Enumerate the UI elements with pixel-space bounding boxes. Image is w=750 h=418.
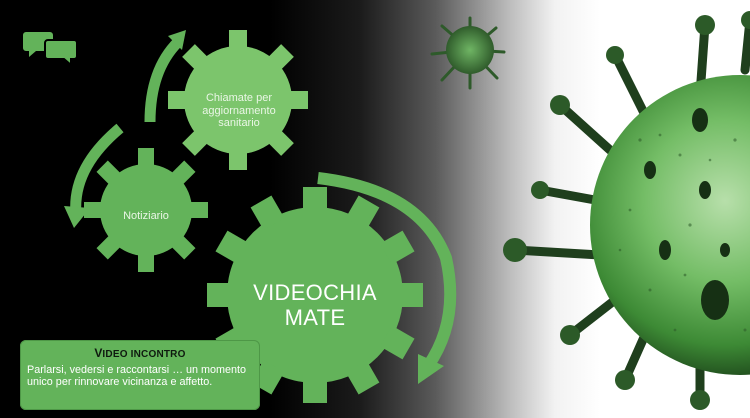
virus-small-image [430,16,506,90]
gear-sanitario [168,30,308,170]
info-box-title: VIDEO INCONTRO [20,346,260,360]
gear-label-sanitario: Chiamate per aggiornamento sanitario [202,92,276,130]
cycle-arrows [64,30,457,384]
chat-bubbles-icon [23,32,78,68]
info-box-text: Parlarsi, vedersi e raccontarsi … un mom… [27,364,247,389]
info-box-title-initial: V [94,346,103,360]
gear-label-videochiamate: VIDEOCHIA MATE [253,280,377,331]
info-box: VIDEO INCONTRO Parlarsi, vedersi e racco… [20,340,260,410]
info-box-title-rest: IDEO INCONTRO [102,349,186,360]
gear-notiziario [84,148,208,272]
virus-large-image [503,11,750,410]
gear-label-notiziario: Notiziario [123,210,169,222]
